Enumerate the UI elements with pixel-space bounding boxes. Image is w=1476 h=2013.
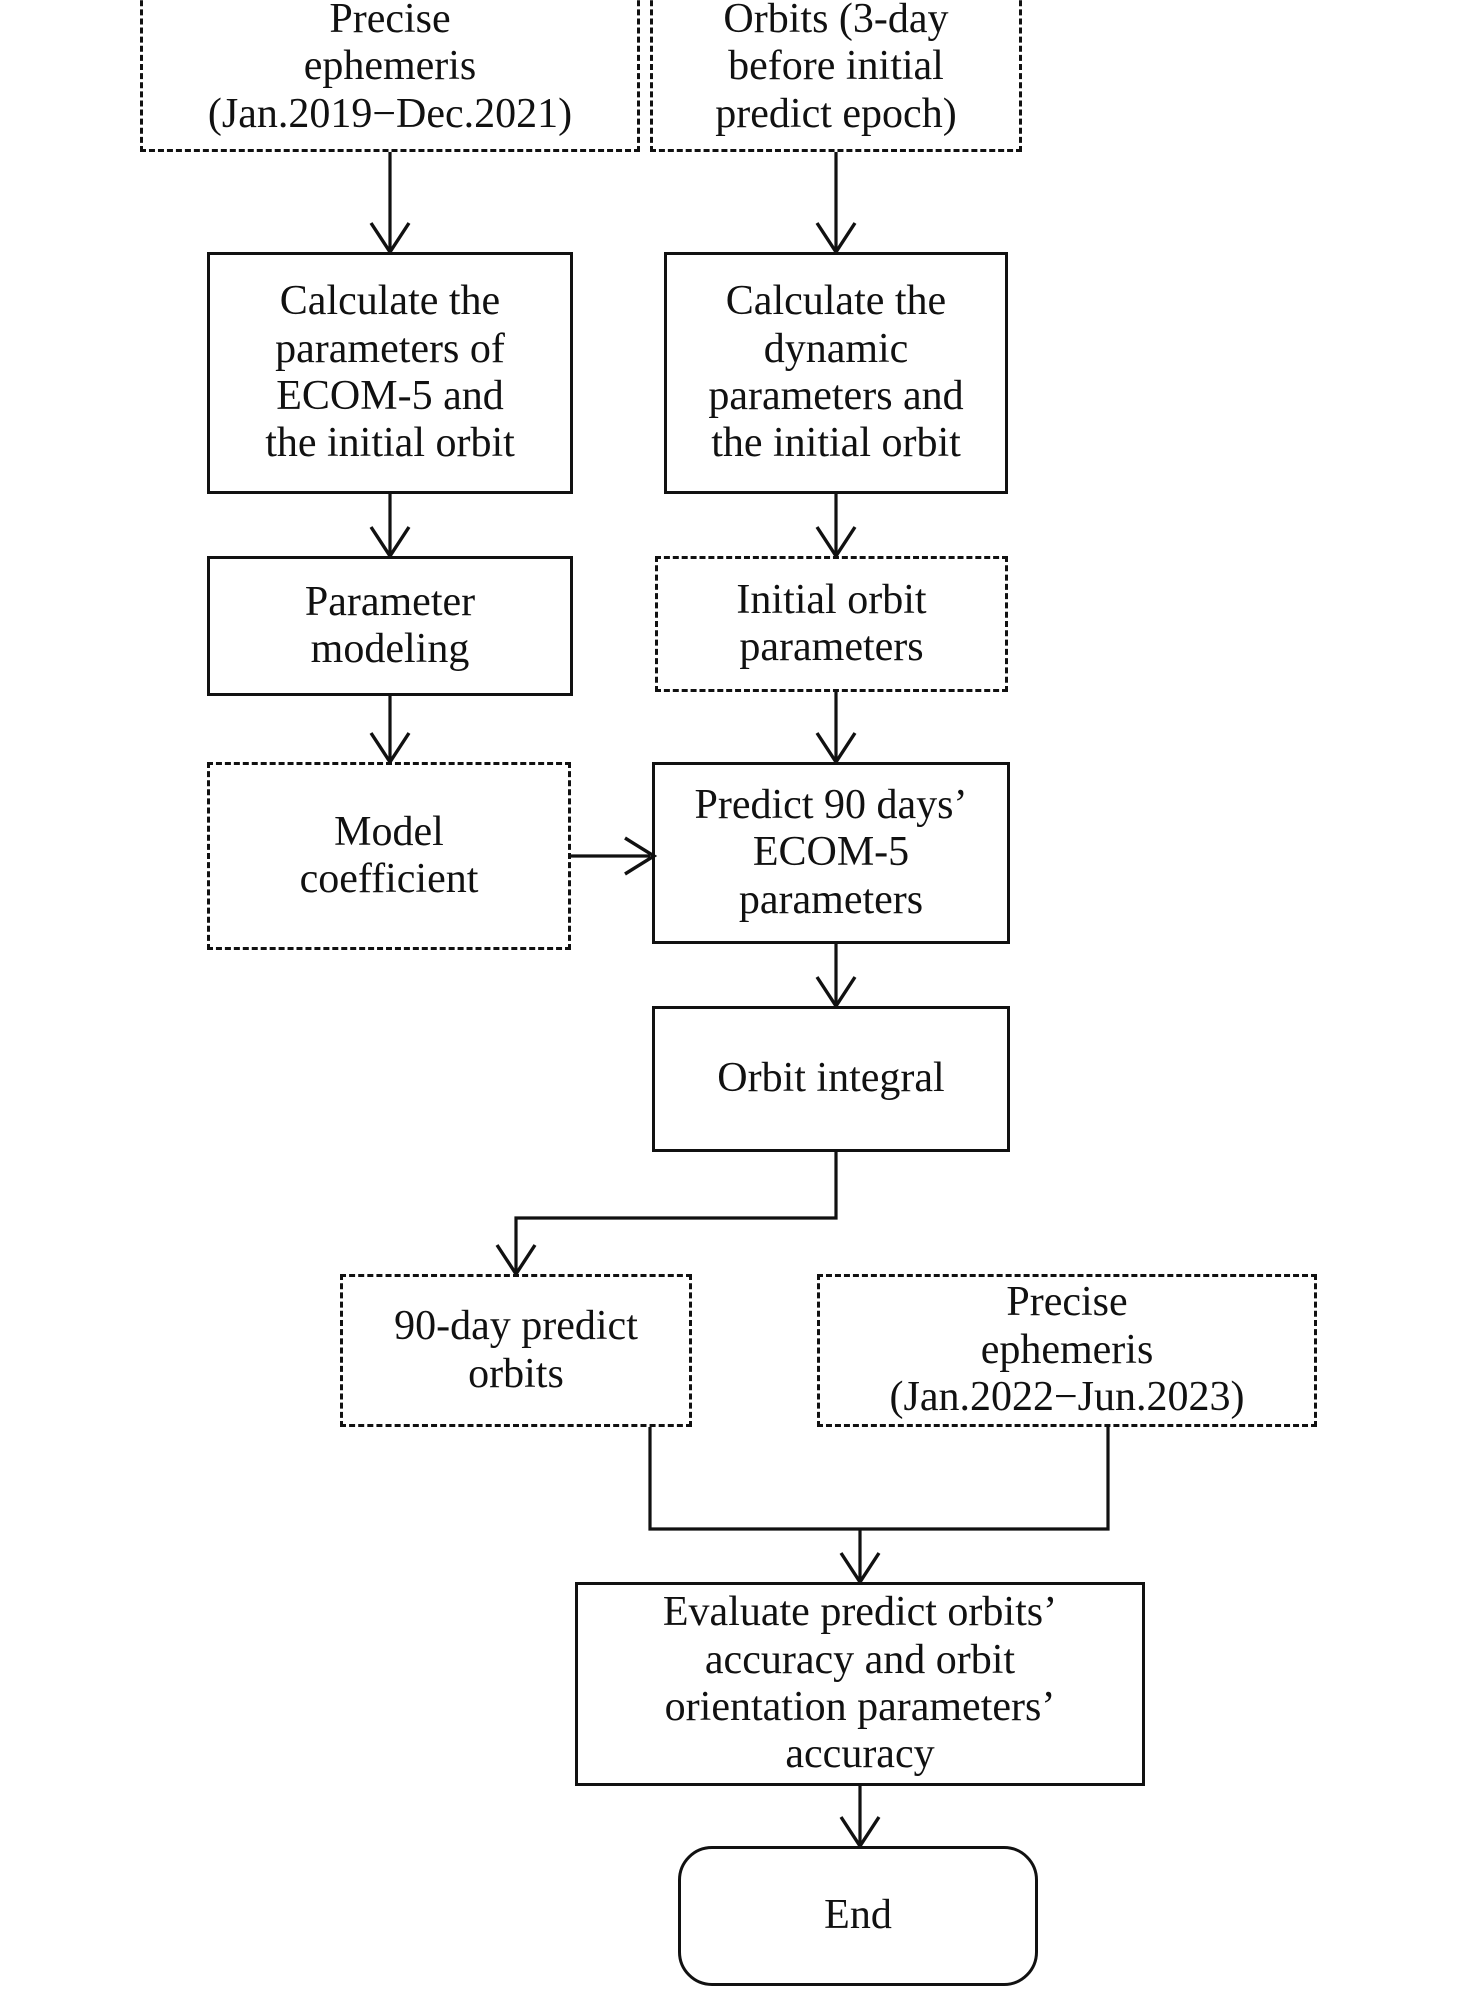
- node-90-day-predict-orbits: 90-day predict orbits: [340, 1274, 692, 1427]
- edge-evaluate-to-end: [839, 1786, 881, 1850]
- edge-initial-orbit-parameters-to-predict-90-days: [815, 692, 857, 766]
- edge-ephemeris2019-to-calc-ecom5: [369, 152, 411, 256]
- edge-calc-ecom5-to-parameter-modeling: [369, 494, 411, 560]
- edge-model-coefficient-to-predict-90-days: [571, 836, 658, 876]
- node-precise-ephemeris-2022: Precise ephemeris (Jan.2022−Jun.2023): [817, 1274, 1317, 1427]
- node-orbit-integral: Orbit integral: [652, 1006, 1010, 1152]
- node-parameter-modeling: Parameter modeling: [207, 556, 573, 696]
- node-orbits-3day: Orbits (3-day before initial predict epo…: [650, 0, 1022, 152]
- edge-parameter-modeling-to-model-coefficient: [369, 696, 411, 766]
- node-calculate-dynamic-parameters: Calculate the dynamic parameters and the…: [664, 252, 1008, 494]
- edge-merge-to-evaluate: [648, 1427, 1110, 1586]
- edge-predict-90-days-to-orbit-integral: [815, 944, 857, 1010]
- edge-calc-dynamic-to-initial-orbit-parameters: [815, 494, 857, 560]
- edge-orbits3day-to-calc-dynamic: [815, 152, 857, 256]
- edge-orbit-integral-to-predict-orbits: [495, 1152, 838, 1278]
- node-model-coefficient: Model coefficient: [207, 762, 571, 950]
- node-calculate-ecom5-parameters: Calculate the parameters of ECOM-5 and t…: [207, 252, 573, 494]
- node-end: End: [678, 1846, 1038, 1986]
- node-evaluate-accuracy: Evaluate predict orbits’ accuracy and or…: [575, 1582, 1145, 1786]
- node-precise-ephemeris-2019: Precise ephemeris (Jan.2019−Dec.2021): [140, 0, 640, 152]
- node-initial-orbit-parameters: Initial orbit parameters: [655, 556, 1008, 692]
- node-predict-90-days-ecom5: Predict 90 days’ ECOM-5 parameters: [652, 762, 1010, 944]
